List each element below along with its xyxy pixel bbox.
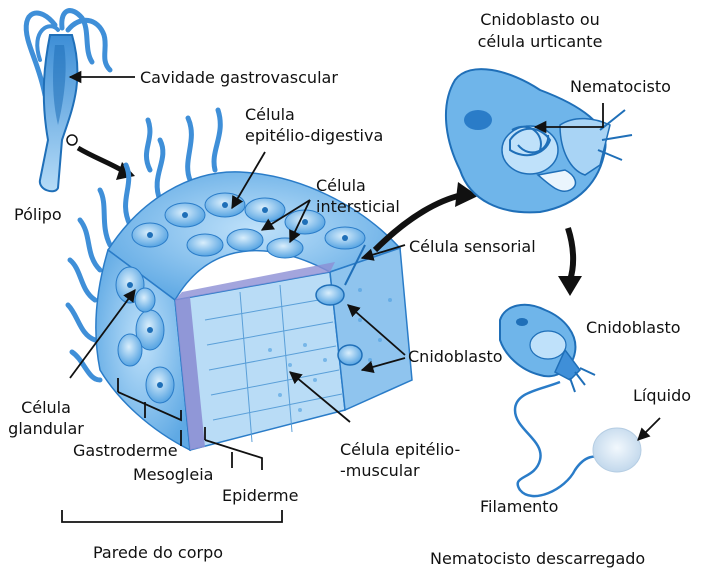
label-polipo: Pólipo	[14, 205, 62, 224]
label-cnidoblasto-ou-line1: Cnidoblasto ou	[455, 10, 625, 29]
label-cavidade-gastrovascular: Cavidade gastrovascular	[140, 68, 338, 87]
label-nematocisto-descarregado: Nematocisto descarregado	[430, 549, 645, 568]
label-intersticial-line1: Célula	[316, 176, 366, 195]
label-nematocisto: Nematocisto	[570, 77, 671, 96]
label-epitelio-digestiva-line1: Célula	[245, 105, 295, 124]
arrow-cnidoblast-to-discharged	[568, 228, 573, 280]
label-cnidoblasto-discharged: Cnidoblasto	[586, 318, 681, 337]
label-celula-sensorial: Célula sensorial	[409, 237, 536, 256]
label-epitelio-muscular-line1: Célula epitélio-	[340, 440, 460, 459]
label-cnidoblasto-wall: Cnidoblasto	[408, 347, 503, 366]
label-cnidoblasto-ou-line2: célula urticante	[455, 32, 625, 51]
body-wall-block	[68, 110, 412, 450]
label-glandular-line1: Célula	[8, 398, 84, 417]
label-liquido: Líquido	[633, 386, 691, 405]
label-epiderme: Epiderme	[222, 486, 298, 505]
label-gastroderme: Gastroderme	[73, 441, 178, 460]
label-mesogleia: Mesogleia	[133, 465, 213, 484]
label-glandular-line2: glandular	[4, 419, 88, 438]
arrow-liquido	[638, 418, 660, 440]
label-epitelio-muscular-line2: -muscular	[340, 461, 420, 480]
label-parede-do-corpo: Parede do corpo	[93, 543, 223, 562]
polyp-illustration	[26, 11, 110, 192]
label-intersticial-line2: intersticial	[316, 197, 400, 216]
arrow-polyp-to-block	[78, 148, 125, 172]
label-epitelio-digestiva-line2: epitélio-digestiva	[245, 126, 383, 145]
label-filamento: Filamento	[480, 497, 558, 516]
